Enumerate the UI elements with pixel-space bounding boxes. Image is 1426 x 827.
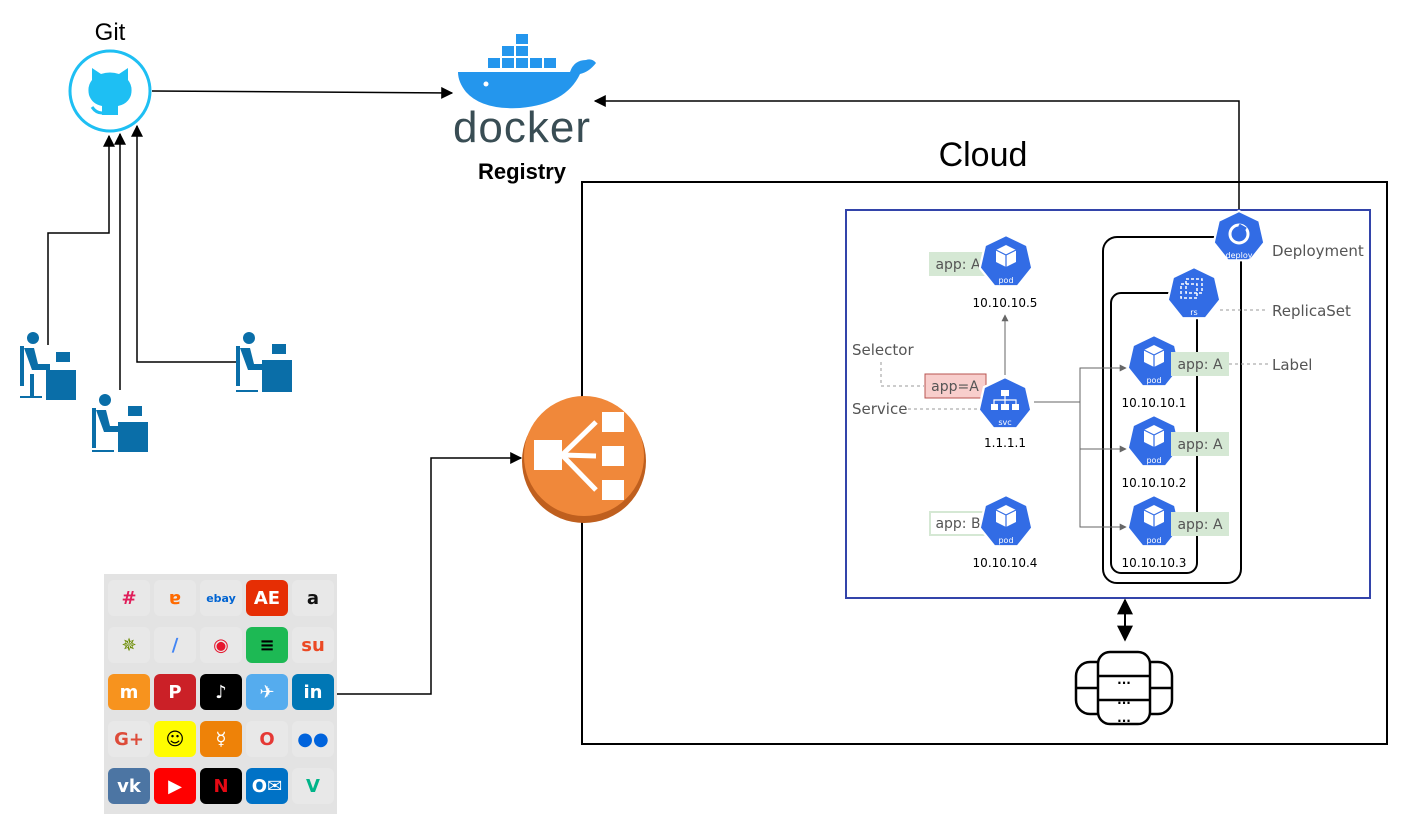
tag-pod3 [1171, 512, 1229, 536]
db-dots-3: ... [1117, 711, 1131, 725]
deployment-label: Deployment [1272, 242, 1364, 260]
cloud-label: Cloud [939, 136, 1028, 174]
svg-text:rs: rs [1190, 308, 1197, 317]
git-label: Git [95, 19, 126, 46]
tiktok-icon: ♪ [200, 674, 242, 710]
tag-pod-b-text: app: B [935, 516, 980, 532]
google-plus-icon: G+ [108, 721, 150, 757]
flickr-icon: ●● [292, 721, 334, 757]
stumbleupon-icon: su [292, 627, 334, 663]
ebay-icon: ebay [200, 580, 242, 616]
db-dots-2: ... [1117, 693, 1131, 707]
svg-text:pod: pod [998, 536, 1013, 545]
tag-pod2-text: app: A [1177, 437, 1223, 453]
service-label: Service [852, 400, 907, 418]
weibo-icon: ◉ [200, 627, 242, 663]
replicaset-label: ReplicaSet [1272, 302, 1351, 320]
amazon-icon: a [292, 580, 334, 616]
pod-icon-b: pod [978, 494, 1034, 548]
svg-text:pod: pod [1146, 536, 1161, 545]
github-icon [68, 49, 152, 133]
docker-logo [458, 34, 596, 109]
tag-pod3-text: app: A [1177, 517, 1223, 533]
tag-pod2 [1171, 432, 1229, 456]
cluster-boundary [845, 209, 1371, 599]
svg-text:pod: pod [998, 276, 1013, 285]
pinterest-icon: P [154, 674, 196, 710]
docker-wordmark: docker [453, 103, 591, 152]
pod-b-ip: 10.10.10.4 [973, 556, 1038, 570]
load-balancer-icon [522, 396, 646, 523]
pod2-ip: 10.10.10.2 [1122, 476, 1187, 490]
aliexpress-icon: AE [246, 580, 288, 616]
deployment-box [1102, 236, 1242, 584]
pod3-ip: 10.10.10.3 [1122, 556, 1187, 570]
o-icon: O [246, 721, 288, 757]
developer-icon-2 [92, 394, 148, 452]
alibaba-icon: ɐ [154, 580, 196, 616]
label-label: Label [1272, 356, 1312, 374]
outlook-icon: O✉ [246, 768, 288, 804]
tag-pod-top [929, 252, 987, 276]
spotify-icon: ≡ [246, 627, 288, 663]
replicaset-icon: rs [1166, 266, 1222, 320]
tag-pod1-text: app: A [1177, 357, 1223, 373]
pod-top-ip: 10.10.10.5 [973, 296, 1038, 310]
svc-to-pod3-arrow [1079, 449, 1127, 531]
deployment-to-registry-arrow [593, 95, 1240, 210]
mewe-icon: m [108, 674, 150, 710]
developer-icon-3 [236, 332, 292, 392]
tag-pod1 [1171, 352, 1229, 376]
vk-icon: vk [108, 768, 150, 804]
selector-tag-text: app=A [931, 379, 979, 395]
google-ads-icon: ∕ [154, 627, 196, 663]
registry-label: Registry [478, 159, 567, 184]
twitter-icon: ✈ [246, 674, 288, 710]
pod-icon-3: pod [1126, 494, 1182, 548]
snapchat-icon: ☺ [154, 721, 196, 757]
svg-text:svc: svc [998, 418, 1011, 427]
youtube-icon: ▶ [154, 768, 196, 804]
selector-callout [880, 362, 924, 387]
deploy-icon: deploy [1212, 210, 1266, 262]
pod-icon-1: pod [1126, 334, 1182, 388]
pod-icon-2: pod [1126, 414, 1182, 468]
netflix-icon: N [200, 768, 242, 804]
service-ip: 1.1.1.1 [984, 436, 1026, 450]
developer-icon-1 [20, 332, 76, 400]
odnoklassniki-icon: ☿ [200, 721, 242, 757]
database-icon [1074, 650, 1174, 726]
vine-icon: V [292, 768, 334, 804]
linkedin-icon: in [292, 674, 334, 710]
pod1-ip: 10.10.10.1 [1122, 396, 1187, 410]
slack-icon: # [108, 580, 150, 616]
git-to-registry-arrow [151, 86, 454, 99]
tag-pod-top-text: app: A [935, 257, 981, 273]
clients-to-lb-arrow [336, 452, 523, 695]
kaspersky-icon: ✵ [108, 627, 150, 663]
service-icon: svc [977, 376, 1033, 430]
db-dots-1: ... [1117, 673, 1131, 687]
svg-text:pod: pod [1146, 456, 1161, 465]
svg-text:deploy: deploy [1226, 251, 1253, 260]
pod-icon-top: pod [978, 234, 1034, 288]
svg-text:pod: pod [1146, 376, 1161, 385]
developer-3-push-arrow [131, 124, 236, 363]
developer-1-push-arrow [47, 134, 115, 345]
svc-to-pod1-arrow [1034, 364, 1127, 403]
selector-label: Selector [852, 341, 914, 359]
